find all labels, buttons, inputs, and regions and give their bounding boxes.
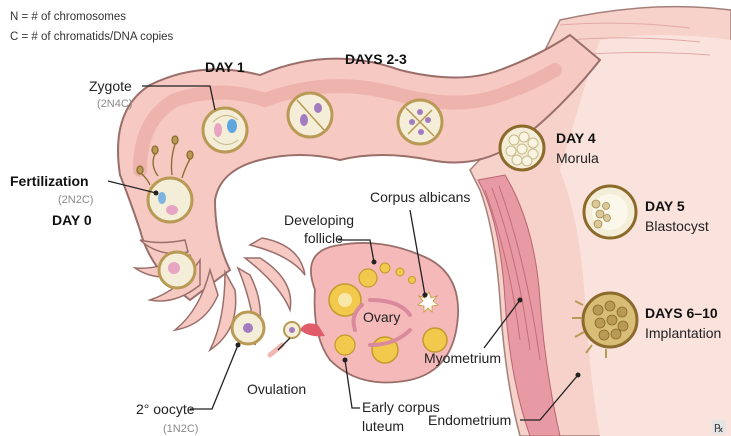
zygote-sub: (2N4C)	[97, 98, 132, 110]
fertilization-sub: (2N2C)	[58, 194, 93, 206]
fertilized-oocyte-early	[159, 252, 195, 288]
day5-label: DAY 5	[645, 198, 685, 214]
four-cell-embryo	[398, 100, 442, 144]
endometrium-label: Endometrium	[428, 412, 511, 428]
ovary-label: Ovary	[363, 309, 400, 325]
developing-follicle-label-1: Developing	[284, 212, 354, 228]
early-corpus-luteum-label-2: luteum	[362, 418, 404, 434]
day0-label: DAY 0	[52, 212, 92, 228]
implantation-label: Implantation	[645, 325, 721, 341]
follicle-small-3	[409, 277, 416, 284]
follicle-small-1	[380, 263, 390, 273]
zygote-cell	[203, 108, 247, 152]
secondary-oocyte-sub: (1N2C)	[163, 423, 198, 435]
corpus-albicans-label: Corpus albicans	[370, 189, 470, 205]
follicle-large-center	[338, 293, 352, 307]
day4-label: DAY 4	[556, 130, 596, 146]
blastocyst-cell	[584, 186, 636, 238]
legend-n: N = # of chromosomes	[10, 11, 126, 23]
developing-follicle-label-2: follicle	[304, 230, 343, 246]
follicle-small-2	[396, 268, 404, 276]
rx-badge: ℞	[712, 420, 726, 435]
oocyte-in-fimbriae	[232, 312, 264, 344]
myometrium-label: Myometrium	[424, 350, 501, 366]
days610-label: DAYS 6–10	[645, 305, 718, 321]
rx-badge-label: ℞	[714, 422, 724, 435]
corpus-luteum-3	[335, 335, 355, 355]
secondary-oocyte-label: 2° oocyte	[136, 401, 195, 417]
two-cell-embryo	[288, 93, 332, 137]
corpus-luteum-2	[423, 328, 447, 352]
legend-c: C = # of chromatids/DNA copies	[10, 31, 174, 43]
blastocyst-label: Blastocyst	[645, 218, 709, 234]
days23-label: DAYS 2-3	[345, 51, 407, 67]
day1-label: DAY 1	[205, 59, 245, 75]
morula-cell	[500, 126, 544, 170]
fertilization-label: Fertilization	[10, 173, 89, 189]
follicle-medium	[359, 269, 377, 287]
ovulation-label: Ovulation	[247, 381, 306, 397]
morula-label: Morula	[556, 150, 599, 166]
zygote-label: Zygote	[89, 78, 132, 94]
ovulated-oocyte	[270, 322, 300, 355]
